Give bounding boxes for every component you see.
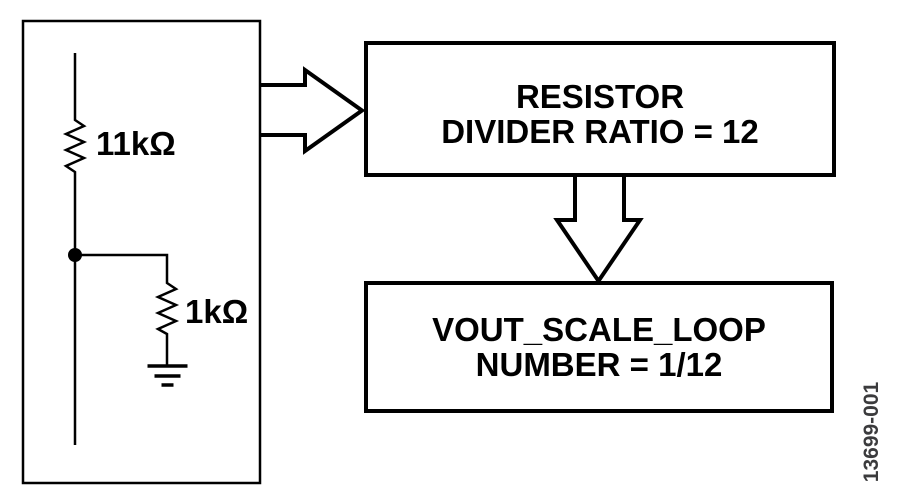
resistor-divider-line1: RESISTOR bbox=[515, 78, 685, 115]
resistor-divider-box bbox=[364, 41, 836, 177]
right-block-arrow-icon bbox=[260, 66, 366, 155]
junction-dot-icon bbox=[68, 248, 82, 262]
ground-icon bbox=[147, 364, 188, 387]
resistor-1k-symbol bbox=[76, 253, 180, 366]
vout-scale-line1: VOUT_SCALE_LOOP bbox=[432, 311, 766, 348]
vout-scale-box-label: VOUT_SCALE_LOOP NUMBER = 1/12 bbox=[364, 281, 834, 413]
source-circuit-box bbox=[21, 19, 262, 485]
vout-scale-box bbox=[364, 281, 834, 413]
vout-scale-line2: NUMBER = 1/12 bbox=[475, 346, 723, 383]
resistor-11k-symbol bbox=[62, 53, 88, 445]
resistor-divider-line2: DIVIDER RATIO = 12 bbox=[441, 113, 759, 150]
down-block-arrow-icon bbox=[553, 177, 644, 285]
resistor-11k-label: 11kΩ bbox=[96, 125, 176, 162]
figure-id-label: 13699-001 bbox=[860, 381, 883, 483]
resistor-divider-box-label: RESISTOR DIVIDER RATIO = 12 bbox=[364, 41, 836, 177]
resistor-1k-label: 1kΩ bbox=[185, 293, 249, 330]
